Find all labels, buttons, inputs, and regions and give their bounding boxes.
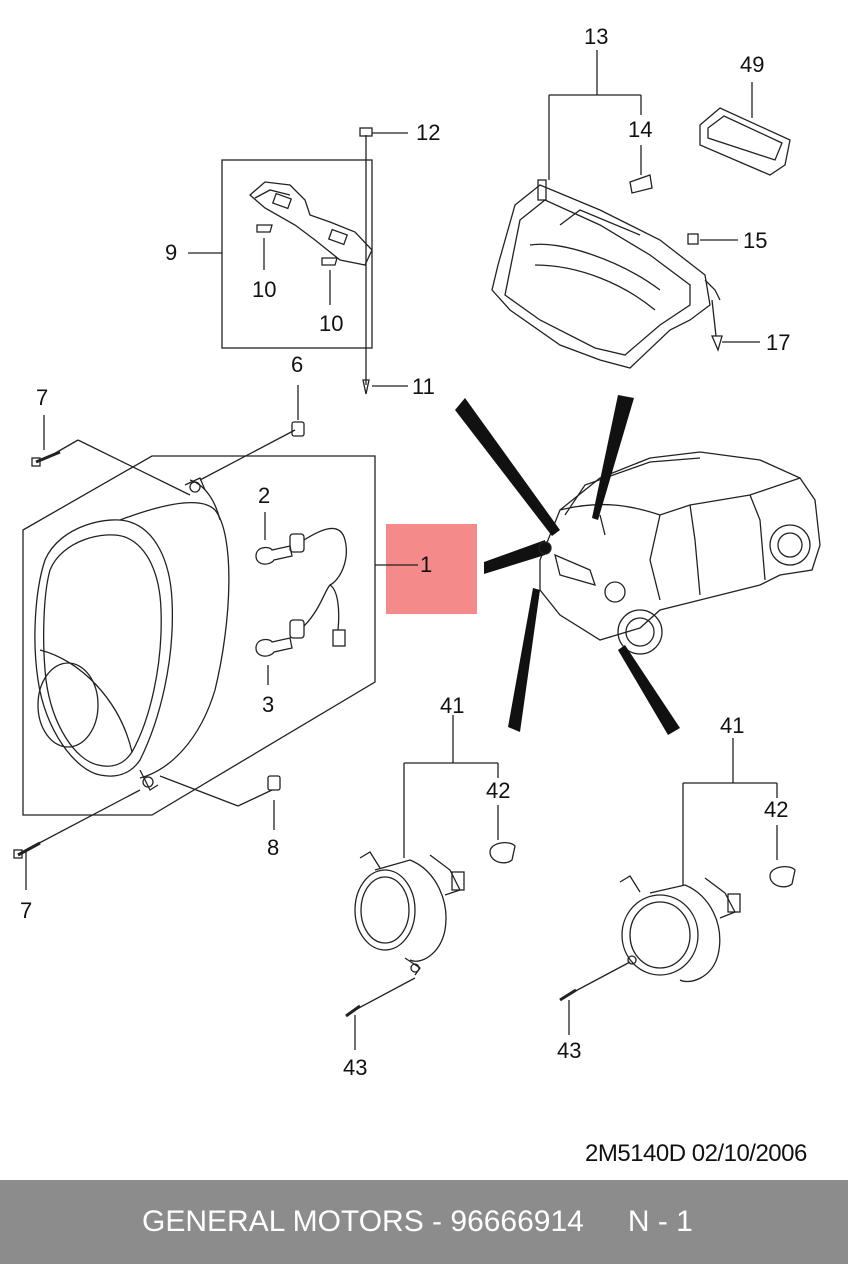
drawing-code: 2M5140D 02/10/2006: [585, 1140, 807, 1167]
cover-49: [699, 107, 791, 176]
footer-bar: GENERAL MOTORS - 96666914 N - 1: [0, 1180, 848, 1264]
headlamp-assembly: [34, 477, 230, 791]
callout-3: 3: [262, 692, 274, 717]
clip-15: [687, 233, 699, 245]
callout-42-right: 42: [764, 797, 788, 822]
callout-12: 12: [416, 120, 440, 145]
callout-41-right: 41: [720, 713, 744, 738]
callout-8: 8: [267, 835, 279, 860]
callout-13: 13: [584, 24, 608, 49]
callout-43-right: 43: [557, 1038, 581, 1063]
bolt-7-upper: [31, 450, 61, 467]
high-mount-stop-lamp: [491, 179, 721, 369]
screw-11: [362, 379, 370, 395]
bolt-7-lower: [13, 841, 41, 859]
callout-14: 14: [628, 117, 652, 142]
car-illustration: [539, 451, 821, 655]
callout-17: 17: [766, 330, 790, 355]
callout-7-upper: 7: [36, 385, 48, 410]
highlighted-part-marker: [386, 524, 477, 614]
footer-brand-part-number: GENERAL MOTORS - 96666914: [142, 1205, 584, 1238]
callout-11: 11: [412, 374, 435, 399]
footer-page: N - 1: [627, 1205, 693, 1238]
callout-2: 2: [258, 483, 270, 508]
callout-7-lower: 7: [20, 898, 32, 923]
bulb-14: [629, 174, 653, 194]
callout-6: 6: [291, 352, 303, 377]
screw-43-left: [345, 1004, 361, 1018]
clip-8: [267, 775, 281, 791]
callout-10-right: 10: [319, 311, 343, 336]
callout-42-left: 42: [486, 778, 510, 803]
bulb-42-left: [489, 841, 516, 864]
callout-49: 49: [740, 52, 764, 77]
fog-lamp-left: [354, 851, 465, 976]
license-lamp-box: [221, 159, 373, 349]
clip-12: [359, 127, 373, 137]
reference-wedges: [455, 395, 680, 735]
fog-lamp-right: [619, 875, 741, 983]
bulb-3: [255, 584, 346, 657]
nut-6: [291, 421, 305, 437]
callout-1: 1: [420, 552, 432, 577]
parts-diagram: 1 2 3 6 7 7 8 9 10 10 11 12 13 14 15 17 …: [13, 24, 821, 1080]
callout-10-left: 10: [252, 277, 276, 302]
bulb-2: [255, 527, 347, 586]
callout-9: 9: [165, 240, 177, 265]
headlamp-box: [22, 455, 376, 816]
license-lamp-assembly: [249, 181, 373, 266]
bulb-42-right: [769, 865, 796, 888]
callout-15: 15: [743, 228, 767, 253]
callout-41-left: 41: [440, 693, 464, 718]
callout-43-left: 43: [343, 1055, 367, 1080]
screw-43-right: [559, 988, 577, 1002]
screw-17: [711, 335, 723, 352]
